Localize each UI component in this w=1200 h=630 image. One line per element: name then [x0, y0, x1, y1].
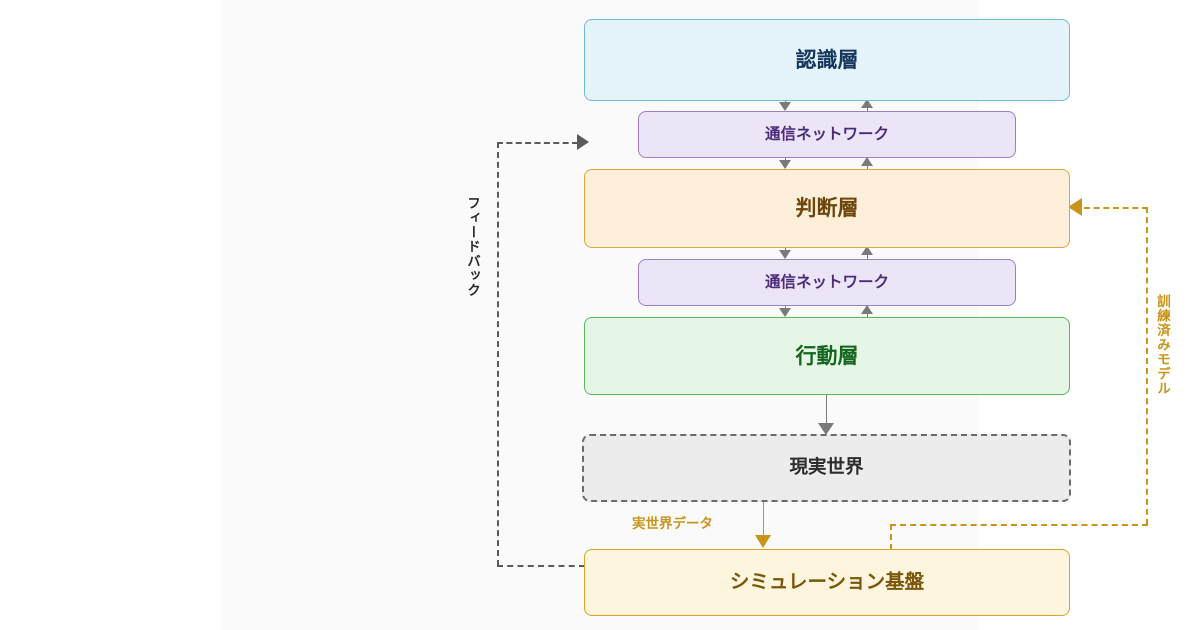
arrowhead-perception-to-comm-top: [779, 102, 791, 111]
arrowhead-comm-top-to-perception: [861, 99, 873, 108]
arrowhead-real-world-to-simulation: [755, 535, 771, 548]
arrowhead-comm-bottom-to-action: [779, 308, 791, 317]
node-action-layer[interactable]: 行動層: [584, 317, 1070, 395]
arrowhead-action-to-real-world: [818, 423, 834, 435]
node-communication-network-bottom[interactable]: 通信ネットワーク: [638, 259, 1016, 306]
arrowhead-decision-to-comm-bottom: [779, 250, 791, 259]
connector-right-rail-to-decision: [1084, 207, 1148, 209]
connector-left-rail-to-decision: [497, 142, 578, 144]
connector-simulation-riser: [890, 524, 892, 550]
node-simulation-platform-label: シミュレーション基盤: [729, 570, 925, 594]
connector-action-to-real-world: [826, 395, 827, 427]
node-decision-layer-label: 判断層: [795, 196, 859, 221]
node-action-layer-label: 行動層: [795, 343, 859, 368]
connector-simulation-to-left-rail: [497, 565, 585, 567]
edge-label-feedback: フィードバック: [464, 196, 480, 298]
node-simulation-platform[interactable]: シミュレーション基盤: [584, 549, 1070, 616]
arrowhead-comm-top-to-decision: [779, 160, 791, 169]
node-communication-network-bottom-label: 通信ネットワーク: [764, 272, 889, 291]
node-communication-network-top-label: 通信ネットワーク: [764, 124, 889, 143]
edge-label-real-world-data: 実世界データ: [632, 516, 713, 532]
connector-left-rail-vertical: [497, 142, 499, 566]
arrowhead-decision-to-comm-top: [861, 157, 873, 166]
diagram-canvas: 実世界データ 訓練済みモデル フィードバック 認識層 通信ネットワーク 判断層: [222, 0, 1170, 630]
node-real-world[interactable]: 現実世界: [582, 434, 1071, 502]
arrowhead-action-to-comm-bottom: [861, 305, 873, 314]
arrowhead-comm-bottom-to-decision: [861, 246, 873, 255]
arrowhead-right-rail-to-decision: [1068, 198, 1082, 216]
node-real-world-label: 現実世界: [789, 457, 864, 479]
arrowhead-feedback-to-decision: [577, 134, 589, 150]
node-decision-layer[interactable]: 判断層: [584, 169, 1070, 248]
node-perception-layer[interactable]: 認識層: [584, 19, 1070, 101]
connector-real-world-to-simulation: [763, 502, 764, 538]
connector-simulation-to-right-rail: [890, 524, 1148, 526]
node-communication-network-top[interactable]: 通信ネットワーク: [638, 111, 1016, 158]
node-perception-layer-label: 認識層: [795, 47, 859, 72]
connector-right-rail-vertical: [1146, 207, 1148, 525]
edge-label-trained-model: 訓練済みモデル: [1154, 294, 1170, 396]
